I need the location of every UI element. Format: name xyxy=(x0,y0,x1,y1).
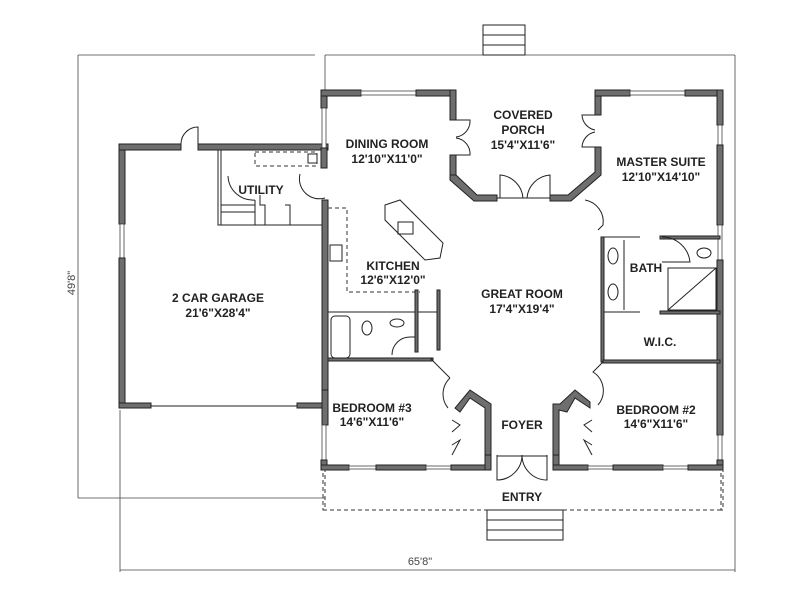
rear-steps xyxy=(482,24,526,56)
covered-porch-size: 15'4"X11'6" xyxy=(491,138,555,152)
bedroom2-size: 14'6"X11'6" xyxy=(624,417,688,431)
master-suite-size: 12'10"X14'10" xyxy=(622,170,700,184)
covered-porch-label-1: COVERED xyxy=(493,108,553,122)
dimension-lines xyxy=(77,54,736,572)
interior-walls xyxy=(327,199,721,456)
dining-room-size: 12'10"X11'0" xyxy=(351,152,422,166)
kitchen-size: 12'6"X12'0" xyxy=(360,273,425,287)
front-porch xyxy=(322,469,724,541)
house-walls xyxy=(320,89,724,481)
entry-label: ENTRY xyxy=(502,490,542,504)
utility-label: UTILITY xyxy=(238,183,283,197)
covered-porch-label-2: PORCH xyxy=(501,123,544,137)
kitchen-label: KITCHEN xyxy=(366,259,419,273)
bedroom3-label: BEDROOM #3 xyxy=(332,401,412,415)
great-room-label: GREAT ROOM xyxy=(481,287,563,301)
foyer-label: FOYER xyxy=(501,418,543,432)
dining-room-label: DINING ROOM xyxy=(346,137,429,151)
wic-label: W.I.C. xyxy=(644,335,677,349)
depth-dimension: 49'8" xyxy=(66,271,78,295)
garage-label: 2 CAR GARAGE xyxy=(172,291,264,305)
master-suite-label: MASTER SUITE xyxy=(616,155,705,169)
garage-size: 21'6"X28'4" xyxy=(185,306,250,320)
garage-walls xyxy=(118,126,329,409)
great-room-size: 17'4"X19'4" xyxy=(489,302,554,316)
bath-label: BATH xyxy=(630,261,662,275)
room-labels: DINING ROOM 12'10"X11'0" COVERED PORCH 1… xyxy=(172,108,706,504)
bedroom2-label: BEDROOM #2 xyxy=(616,403,696,417)
bedroom3-size: 14'6"X11'6" xyxy=(340,415,404,429)
width-dimension: 65'8" xyxy=(408,556,432,568)
